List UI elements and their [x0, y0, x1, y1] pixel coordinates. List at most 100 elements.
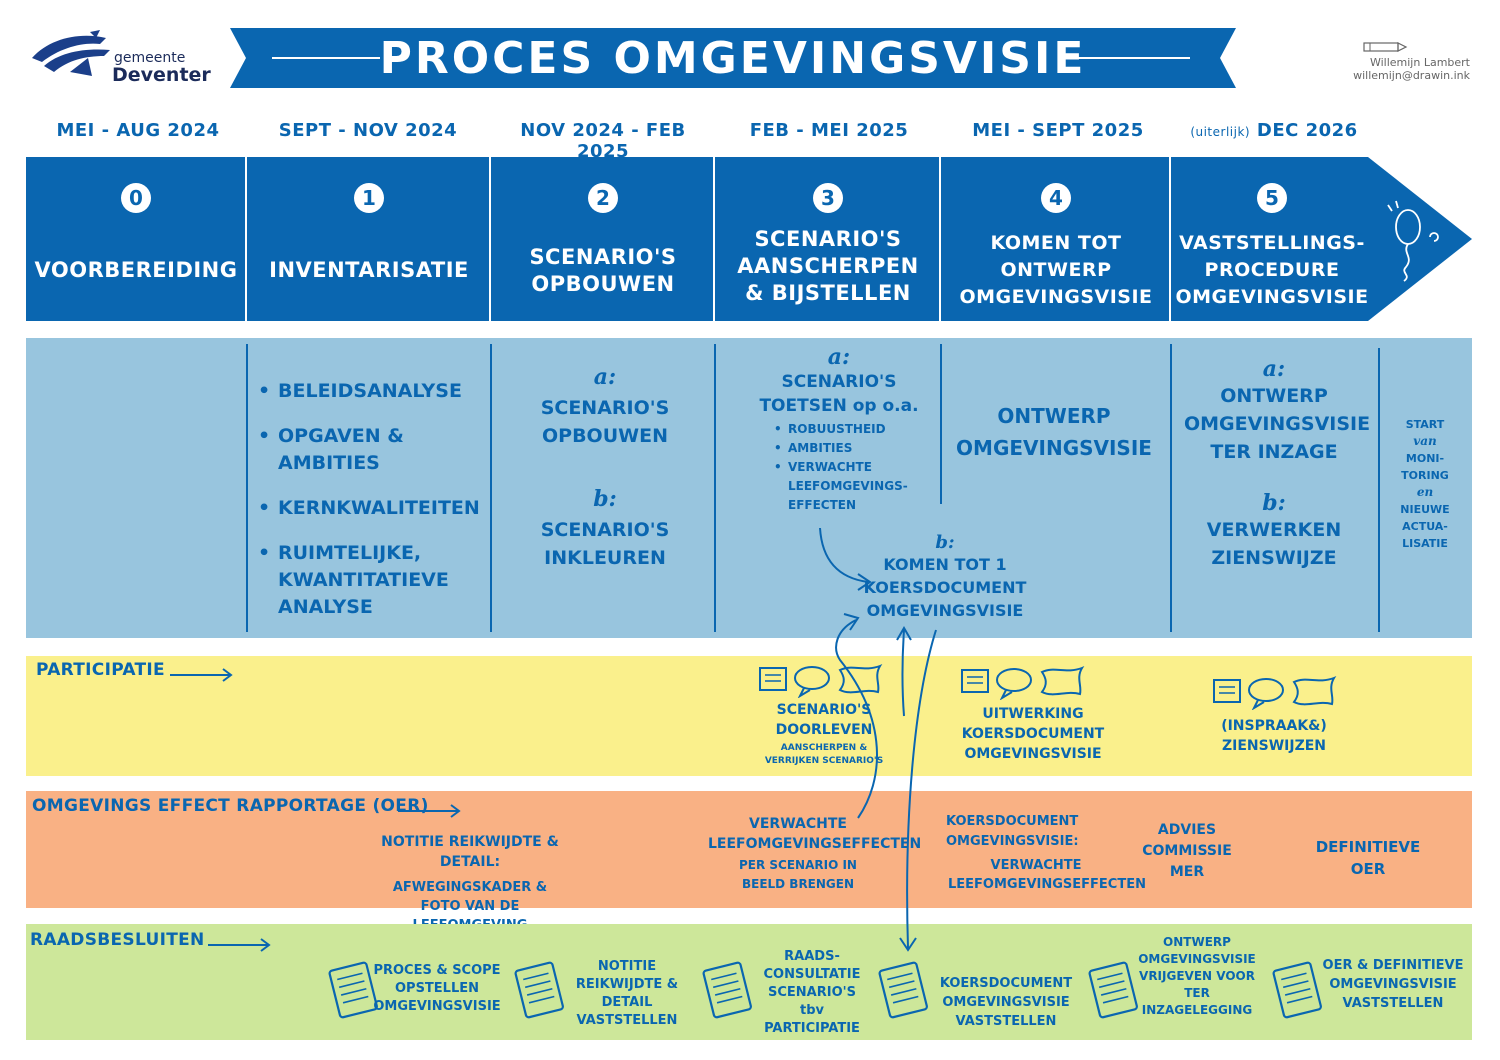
phase-3-activities-a: a: SCENARIO'S TOETSEN op o.a. ROBUUSTHEI…: [744, 344, 934, 515]
list-item: KERNKWALITEITEN: [258, 495, 486, 522]
monitoring-text: van: [1413, 434, 1437, 448]
sub-label-a: a:: [593, 364, 617, 390]
participation-lane-label: PARTICIPATIE: [36, 660, 165, 680]
participation-lane: [26, 656, 1472, 776]
monitoring-text: MONI-TORING: [1401, 452, 1449, 482]
activities-divider: [490, 344, 492, 632]
phase-1-activity-list: BELEIDSANALYSE OPGAVEN & AMBITIES KERNKW…: [258, 378, 486, 639]
phase-1: 1 INVENTARISATIE: [248, 157, 490, 320]
phase-3: 3 SCENARIO'S AANSCHERPEN & BIJSTELLEN: [716, 157, 940, 320]
monitoring-text: en: [1416, 485, 1434, 499]
date-phase-5: (uiterlijk) DEC 2026: [1174, 120, 1374, 146]
oer-definitieve-oer: DEFINITIEVE OER: [1315, 838, 1421, 878]
oer-lane: [26, 791, 1472, 908]
phase-2-b-text: SCENARIO'S INKLEUREN: [540, 519, 670, 569]
arrow-right-icon: [208, 938, 271, 952]
monitoring-text: NIEUWE ACTUA-LISATIE: [1400, 503, 1450, 550]
logo-text-gemeente: gemeente: [114, 50, 186, 66]
balloon-icon: [1387, 200, 1439, 282]
date-phase-4: MEI - SEPT 2025: [972, 120, 1144, 141]
oer-phase-3: VERWACHTE LEEFOMGEVINGSEFFECTEN PER SCEN…: [698, 814, 922, 894]
list-item: ROBUUSTHEID: [774, 420, 914, 439]
council-decision-3: RAADS-CONSULTATIE SCENARIO'S tbv PARTICI…: [763, 949, 861, 1036]
phase-2-name: SCENARIO'S OPBOUWEN: [529, 244, 677, 296]
list-item: VERWACHTE LEEFOMGEVINGS-EFFECTEN: [774, 458, 914, 515]
activities-divider: [714, 344, 716, 632]
oer-advies-commissie-mer: ADVIES COMMISSIE MER: [1142, 822, 1232, 880]
phase-5-b-text: VERWERKEN ZIENSWIJZE: [1206, 519, 1342, 569]
phase-2-number: 2: [588, 183, 618, 213]
phase-3-number: 3: [813, 183, 843, 213]
participation-phase-4: UITWERKING KOERSDOCUMENT OMGEVINGSVISIE: [961, 706, 1105, 762]
date-phase-3: FEB - MEI 2025: [749, 120, 909, 141]
document-icon: [702, 961, 752, 1019]
author-credit: Willemijn Lambert willemijn@drawin.ink: [1310, 42, 1470, 82]
activities-divider: [246, 344, 248, 632]
phase-4-number: 4: [1041, 183, 1071, 213]
council-decision-5: ONTWERP OMGEVINGSVISIE VRIJGEVEN VOOR TE…: [1138, 935, 1256, 1017]
phase-3-a-text: SCENARIO'S TOETSEN op o.a.: [759, 372, 919, 416]
oer-phase-3-title: VERWACHTE LEEFOMGEVINGSEFFECTEN: [708, 816, 922, 852]
oer-notitie-title: NOTITIE REIKWIJDTE & DETAIL:: [381, 834, 559, 870]
phase-arrow-bar: [26, 157, 1472, 321]
council-decisions-lane-label: RAADSBESLUITEN: [30, 930, 205, 950]
phase-3-activities-b: b: KOMEN TOT 1 KOERSDOCUMENT OMGEVINGSVI…: [860, 532, 1030, 622]
author-contact: willemijn@drawin.ink: [1353, 69, 1470, 82]
author-name: Willemijn Lambert: [1369, 56, 1470, 69]
date-phase-2: NOV 2024 - FEB 2025: [520, 120, 686, 162]
arrow-right-icon: [170, 668, 233, 682]
phase-5-activities: a: ONTWERP OMGEVINGSVISIE TER INZAGE b: …: [1184, 356, 1371, 572]
sub-label-a: a:: [1262, 356, 1286, 382]
document-icon: [878, 961, 928, 1019]
document-icon: [514, 961, 564, 1019]
speech-bubbles-icon: [1213, 676, 1337, 710]
sub-label-a: a:: [827, 344, 851, 370]
phase-3-criteria-list: ROBUUSTHEID AMBITIES VERWACHTE LEEFOMGEV…: [774, 420, 914, 515]
phase-1-name: INVENTARISATIE: [269, 258, 469, 282]
activities-divider: [1170, 344, 1172, 632]
speech-bubbles-icon: [961, 666, 1085, 700]
arrow-right-icon: [398, 804, 461, 818]
date-phase-5-prefix: (uiterlijk): [1190, 125, 1251, 139]
sub-label-b: b:: [593, 486, 617, 512]
phase-5-name: VASTSTELLINGS-PROCEDURE OMGEVINGSVISIE: [1175, 232, 1369, 308]
council-decision-2: NOTITIE REIKWIJDTE & DETAIL VASTSTELLEN: [575, 959, 679, 1028]
phase-0-name: VOORBEREIDING: [34, 258, 238, 282]
phase-4-activity: ONTWERP OMGEVINGSVISIE: [956, 404, 1152, 460]
title-banner: [230, 28, 1236, 88]
council-decision-4: KOERSDOCUMENT OMGEVINGSVISIE VASTSTELLEN: [939, 976, 1073, 1029]
date-phase-0: MEI - AUG 2024: [56, 120, 220, 141]
date-phase-5-value: DEC 2026: [1256, 120, 1358, 141]
list-item: AMBITIES: [774, 439, 914, 458]
monitoring-note: START van MONI-TORING en NIEUWE ACTUA-LI…: [1386, 416, 1464, 552]
phase-4-name: KOMEN TOT ONTWERP OMGEVINGSVISIE: [959, 232, 1153, 308]
phase-4: 4 KOMEN TOT ONTWERP OMGEVINGSVISIE: [942, 157, 1170, 320]
list-item: OPGAVEN & AMBITIES: [258, 423, 486, 477]
oer-phase-4-sub: VERWACHTE LEEFOMGEVINGSEFFECTEN: [948, 858, 1146, 892]
list-item: RUIMTELIJKE, KWANTITATIEVE ANALYSE: [258, 540, 486, 621]
gemeente-deventer-logo: gemeente Deventer: [30, 28, 230, 88]
document-icon: [1088, 961, 1138, 1019]
phase-3-name: SCENARIO'S AANSCHERPEN & BIJSTELLEN: [737, 227, 919, 305]
phase-2: 2 SCENARIO'S OPBOUWEN: [492, 157, 714, 320]
phase-2-a-text: SCENARIO'S OPBOUWEN: [540, 397, 670, 447]
document-icon: [328, 961, 378, 1019]
logo-text-deventer: Deventer: [112, 64, 211, 86]
phase-0-number: 0: [121, 183, 151, 213]
council-decision-6: OER & DEFINITIEVE OMGEVINGSVISIE VASTSTE…: [1322, 958, 1464, 1011]
activities-divider: [940, 344, 942, 504]
participation-phase-3-title: SCENARIO'S DOORLEVEN: [775, 702, 873, 738]
list-item: BELEIDSANALYSE: [258, 378, 486, 405]
activities-divider: [1378, 348, 1380, 632]
monitoring-text: START: [1405, 418, 1445, 431]
phase-0: 0 VOORBEREIDING: [26, 157, 246, 320]
oer-phase-4-title: KOERSDOCUMENT OMGEVINGSVISIE:: [946, 814, 1079, 849]
oer-lane-label: OMGEVINGS EFFECT RAPPORTAGE (OER): [32, 796, 429, 816]
deventer-eagle-icon: [32, 30, 110, 76]
sub-label-b: b:: [935, 532, 955, 553]
phase-5-number: 5: [1257, 183, 1287, 213]
phase-1-number: 1: [354, 183, 384, 213]
participation-phase-5: (INSPRAAK&) ZIENSWIJZEN: [1221, 718, 1327, 754]
phase-2-activities: a: SCENARIO'S OPBOUWEN b: SCENARIO'S INK…: [510, 364, 700, 572]
phase-5-a-text: ONTWERP OMGEVINGSVISIE TER INZAGE: [1184, 385, 1371, 463]
